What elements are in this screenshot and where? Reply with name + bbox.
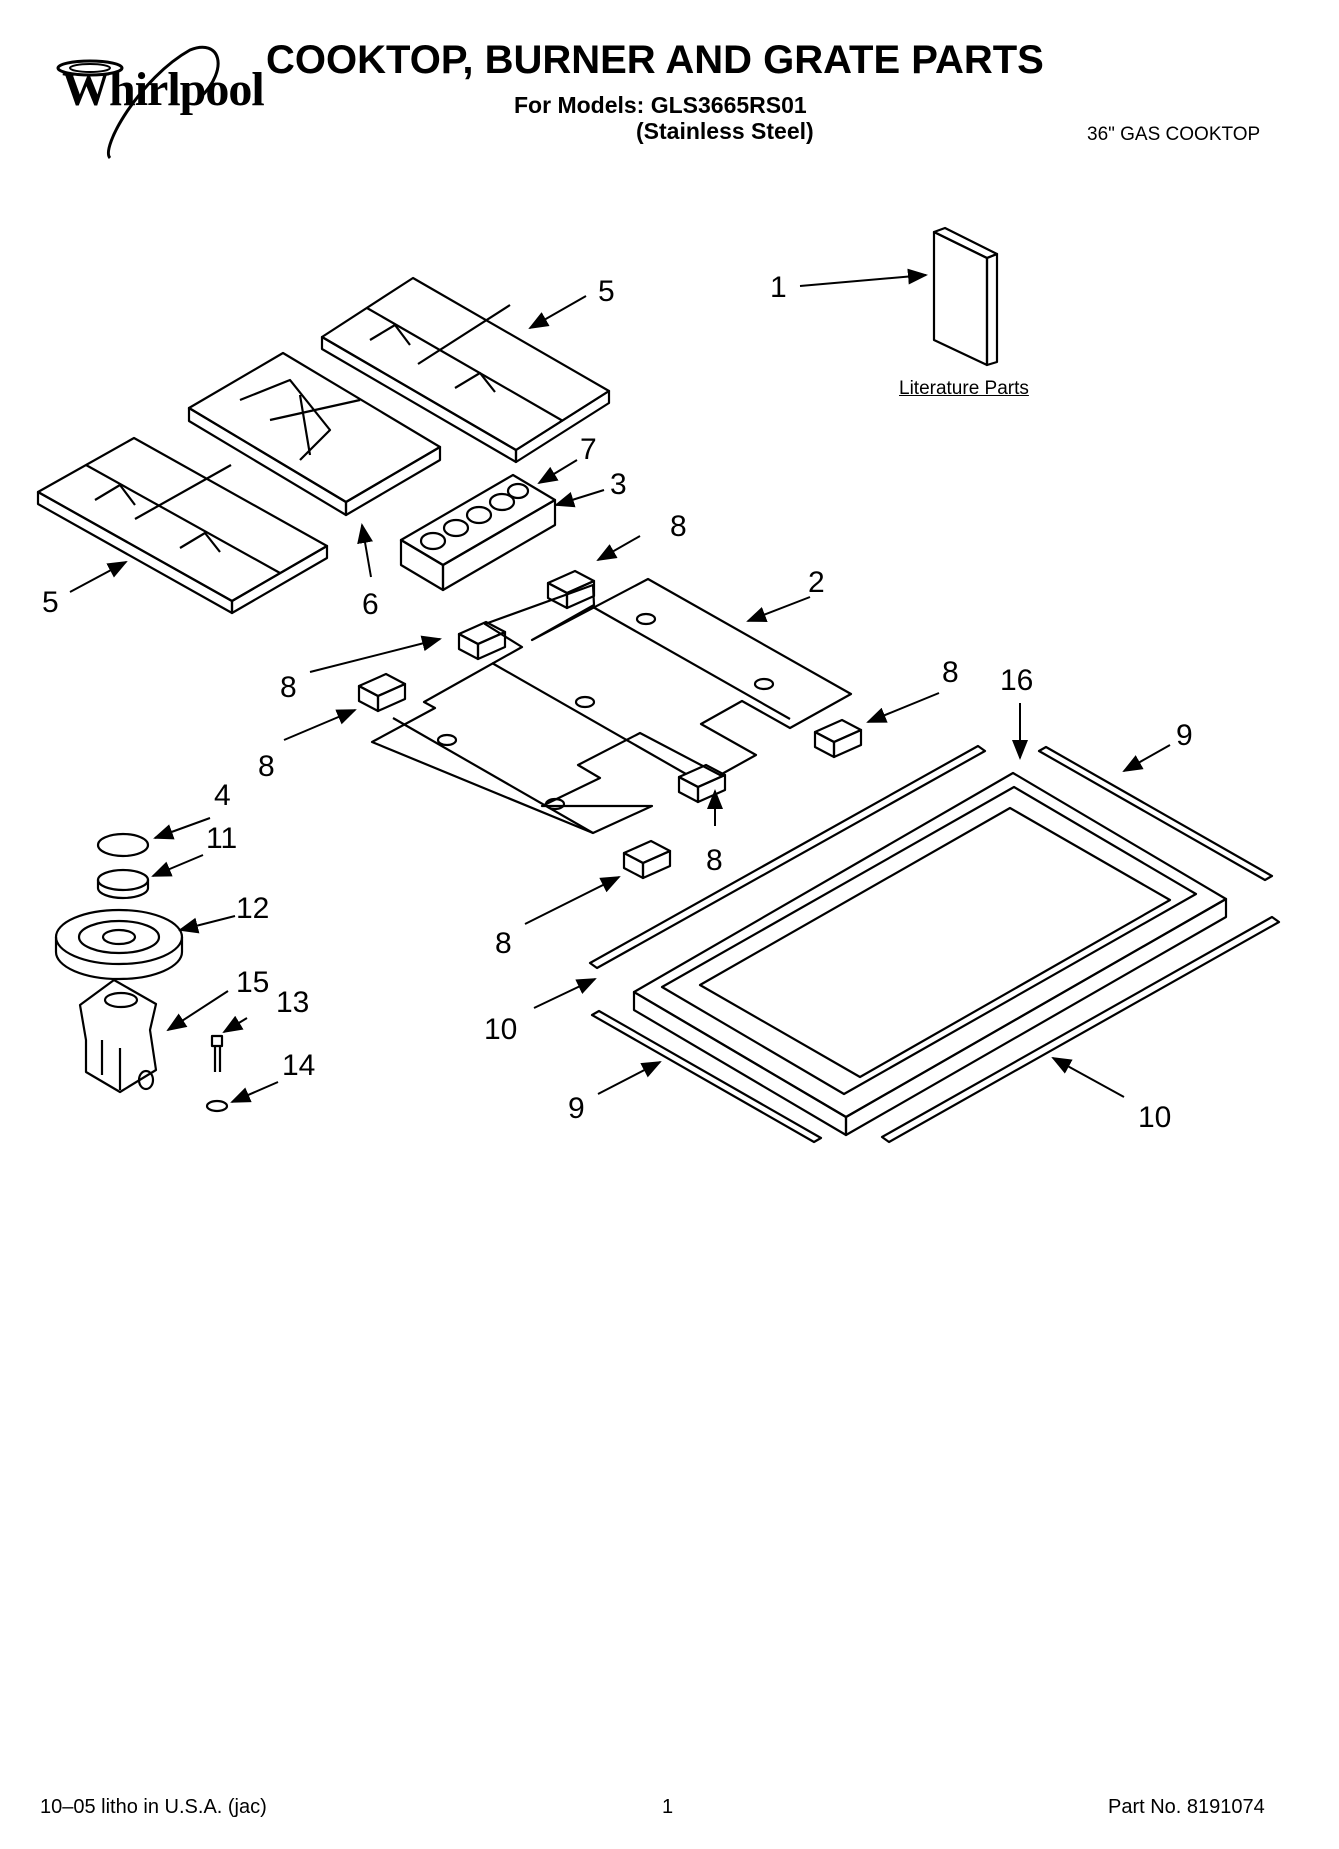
igniter-electrode — [210, 1034, 224, 1072]
trim-strip-9-upper — [1037, 745, 1274, 882]
burner-box — [370, 577, 853, 835]
footer-litho: 10–05 litho in U.S.A. (jac) — [40, 1796, 267, 1818]
callout-2: 2 — [808, 566, 825, 599]
leader-lines — [69, 268, 1171, 1103]
callout-8-top: 8 — [670, 510, 687, 543]
spacer-block — [622, 839, 672, 880]
spacer-block — [546, 569, 596, 610]
grate-upper-right — [320, 276, 611, 464]
models-line: For Models: GLS3665RS01 — [514, 92, 807, 118]
spacer-block — [357, 672, 407, 713]
cooktop-frame — [632, 771, 1228, 1137]
callout-7: 7 — [580, 433, 597, 466]
callout-13: 13 — [276, 986, 309, 1019]
callout-9-left: 9 — [568, 1092, 585, 1125]
burner-housing — [78, 978, 158, 1094]
burner-cap — [96, 832, 150, 858]
callout-6: 6 — [362, 588, 379, 621]
callout-5-lower: 5 — [42, 586, 59, 619]
callout-8-left-lower: 8 — [258, 750, 275, 783]
callout-15: 15 — [236, 966, 269, 999]
callout-16: 16 — [1000, 664, 1033, 697]
callout-12: 12 — [236, 892, 269, 925]
trim-strip-10-upper — [588, 744, 987, 970]
spacer-block — [457, 620, 507, 661]
callout-9-right: 9 — [1176, 719, 1193, 752]
callout-8-left-upper: 8 — [280, 671, 297, 704]
callout-14: 14 — [282, 1049, 315, 1082]
literature-parts-label: Literature Parts — [899, 378, 1029, 399]
callout-8-right: 8 — [942, 656, 959, 689]
spacer-block — [677, 763, 727, 804]
callout-4: 4 — [214, 779, 231, 812]
o-ring — [205, 1099, 229, 1113]
grate-center — [187, 351, 442, 517]
footer-part-number: Part No. 8191074 — [1108, 1796, 1265, 1818]
spacer-blocks — [357, 569, 863, 880]
burner-cap-base — [96, 868, 150, 900]
part-drawings — [36, 226, 1281, 1144]
callout-1: 1 — [770, 271, 787, 304]
trim-strip-9-lower — [590, 1009, 823, 1144]
product-type: 36" GAS COOKTOP — [1087, 124, 1261, 145]
finish-line: (Stainless Steel) — [636, 118, 814, 144]
control-panel-with-knobs — [399, 473, 557, 592]
callout-8-center: 8 — [706, 844, 723, 877]
literature-booklet — [932, 226, 999, 367]
callout-3: 3 — [610, 468, 627, 501]
callout-10-left: 10 — [484, 1013, 517, 1046]
logo-swirl-icon — [56, 45, 220, 160]
burner-base — [54, 908, 184, 981]
callout-numbers: 1 5 5 6 7 3 8 2 8 8 8 8 8 16 9 9 10 10 4… — [42, 271, 1193, 1134]
callout-8-bottom: 8 — [495, 927, 512, 960]
brand-name: Whirlpool — [62, 63, 265, 116]
footer-page-number: 1 — [662, 1796, 674, 1818]
callout-10-right: 10 — [1138, 1101, 1171, 1134]
callout-11: 11 — [206, 822, 237, 855]
callout-5-upper: 5 — [598, 275, 615, 308]
spacer-block — [813, 718, 863, 759]
trim-strip-10-lower — [880, 915, 1281, 1144]
page-title: COOKTOP, BURNER AND GRATE PARTS — [266, 38, 1044, 82]
grate-lower-left — [36, 436, 329, 615]
trim-strips — [588, 744, 1281, 1144]
